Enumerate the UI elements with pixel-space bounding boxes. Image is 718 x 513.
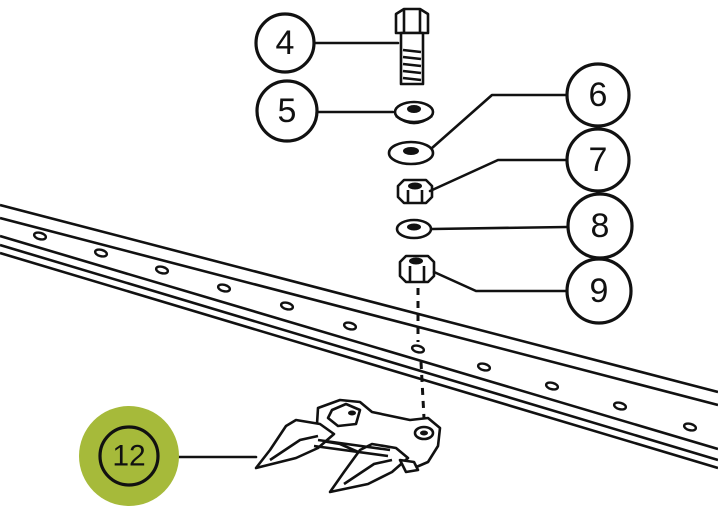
bar-hole (216, 283, 232, 293)
leader-9 (432, 270, 568, 293)
callout-4: 4 (254, 12, 316, 74)
bar-hole (544, 381, 560, 391)
leader-7 (428, 158, 568, 193)
knife-bar (0, 203, 718, 470)
callout-6: 6 (565, 62, 631, 128)
callout-7: 7 (565, 127, 631, 193)
nut-part-upper (396, 178, 434, 205)
assembly-axis-lower (419, 361, 426, 419)
callout-5-label: 5 (278, 92, 297, 130)
callout-12-label: 12 (112, 440, 145, 473)
callout-12: 12 (79, 406, 179, 506)
callout-7-label: 7 (589, 141, 608, 179)
callout-5: 5 (255, 79, 319, 143)
callout-8: 8 (566, 192, 634, 260)
flat-washer-part (387, 140, 435, 166)
bar-hole (279, 301, 295, 311)
lock-washer-part (393, 100, 435, 125)
bar-hole (32, 231, 48, 241)
nut-part-lower (398, 254, 436, 284)
leader-6 (430, 93, 568, 150)
callout-9-label: 9 (590, 272, 609, 310)
bar-hole (93, 248, 109, 258)
knife-guard-part (254, 398, 442, 494)
bar-hole (410, 344, 426, 354)
bar-holes (32, 231, 698, 432)
leader-8 (430, 225, 569, 231)
bar-hole (154, 265, 170, 275)
small-washer-part (395, 218, 433, 240)
bar-hole (342, 321, 358, 331)
callout-12-highlight (79, 406, 179, 506)
bolt-part (394, 7, 430, 86)
callout-4-label: 4 (276, 24, 295, 62)
bar-hole (612, 401, 628, 411)
bar-hole (476, 362, 492, 372)
bar-hole (682, 422, 698, 432)
callout-8-label: 8 (591, 207, 610, 245)
callout-9: 9 (565, 257, 633, 325)
callout-6-label: 6 (589, 76, 608, 114)
